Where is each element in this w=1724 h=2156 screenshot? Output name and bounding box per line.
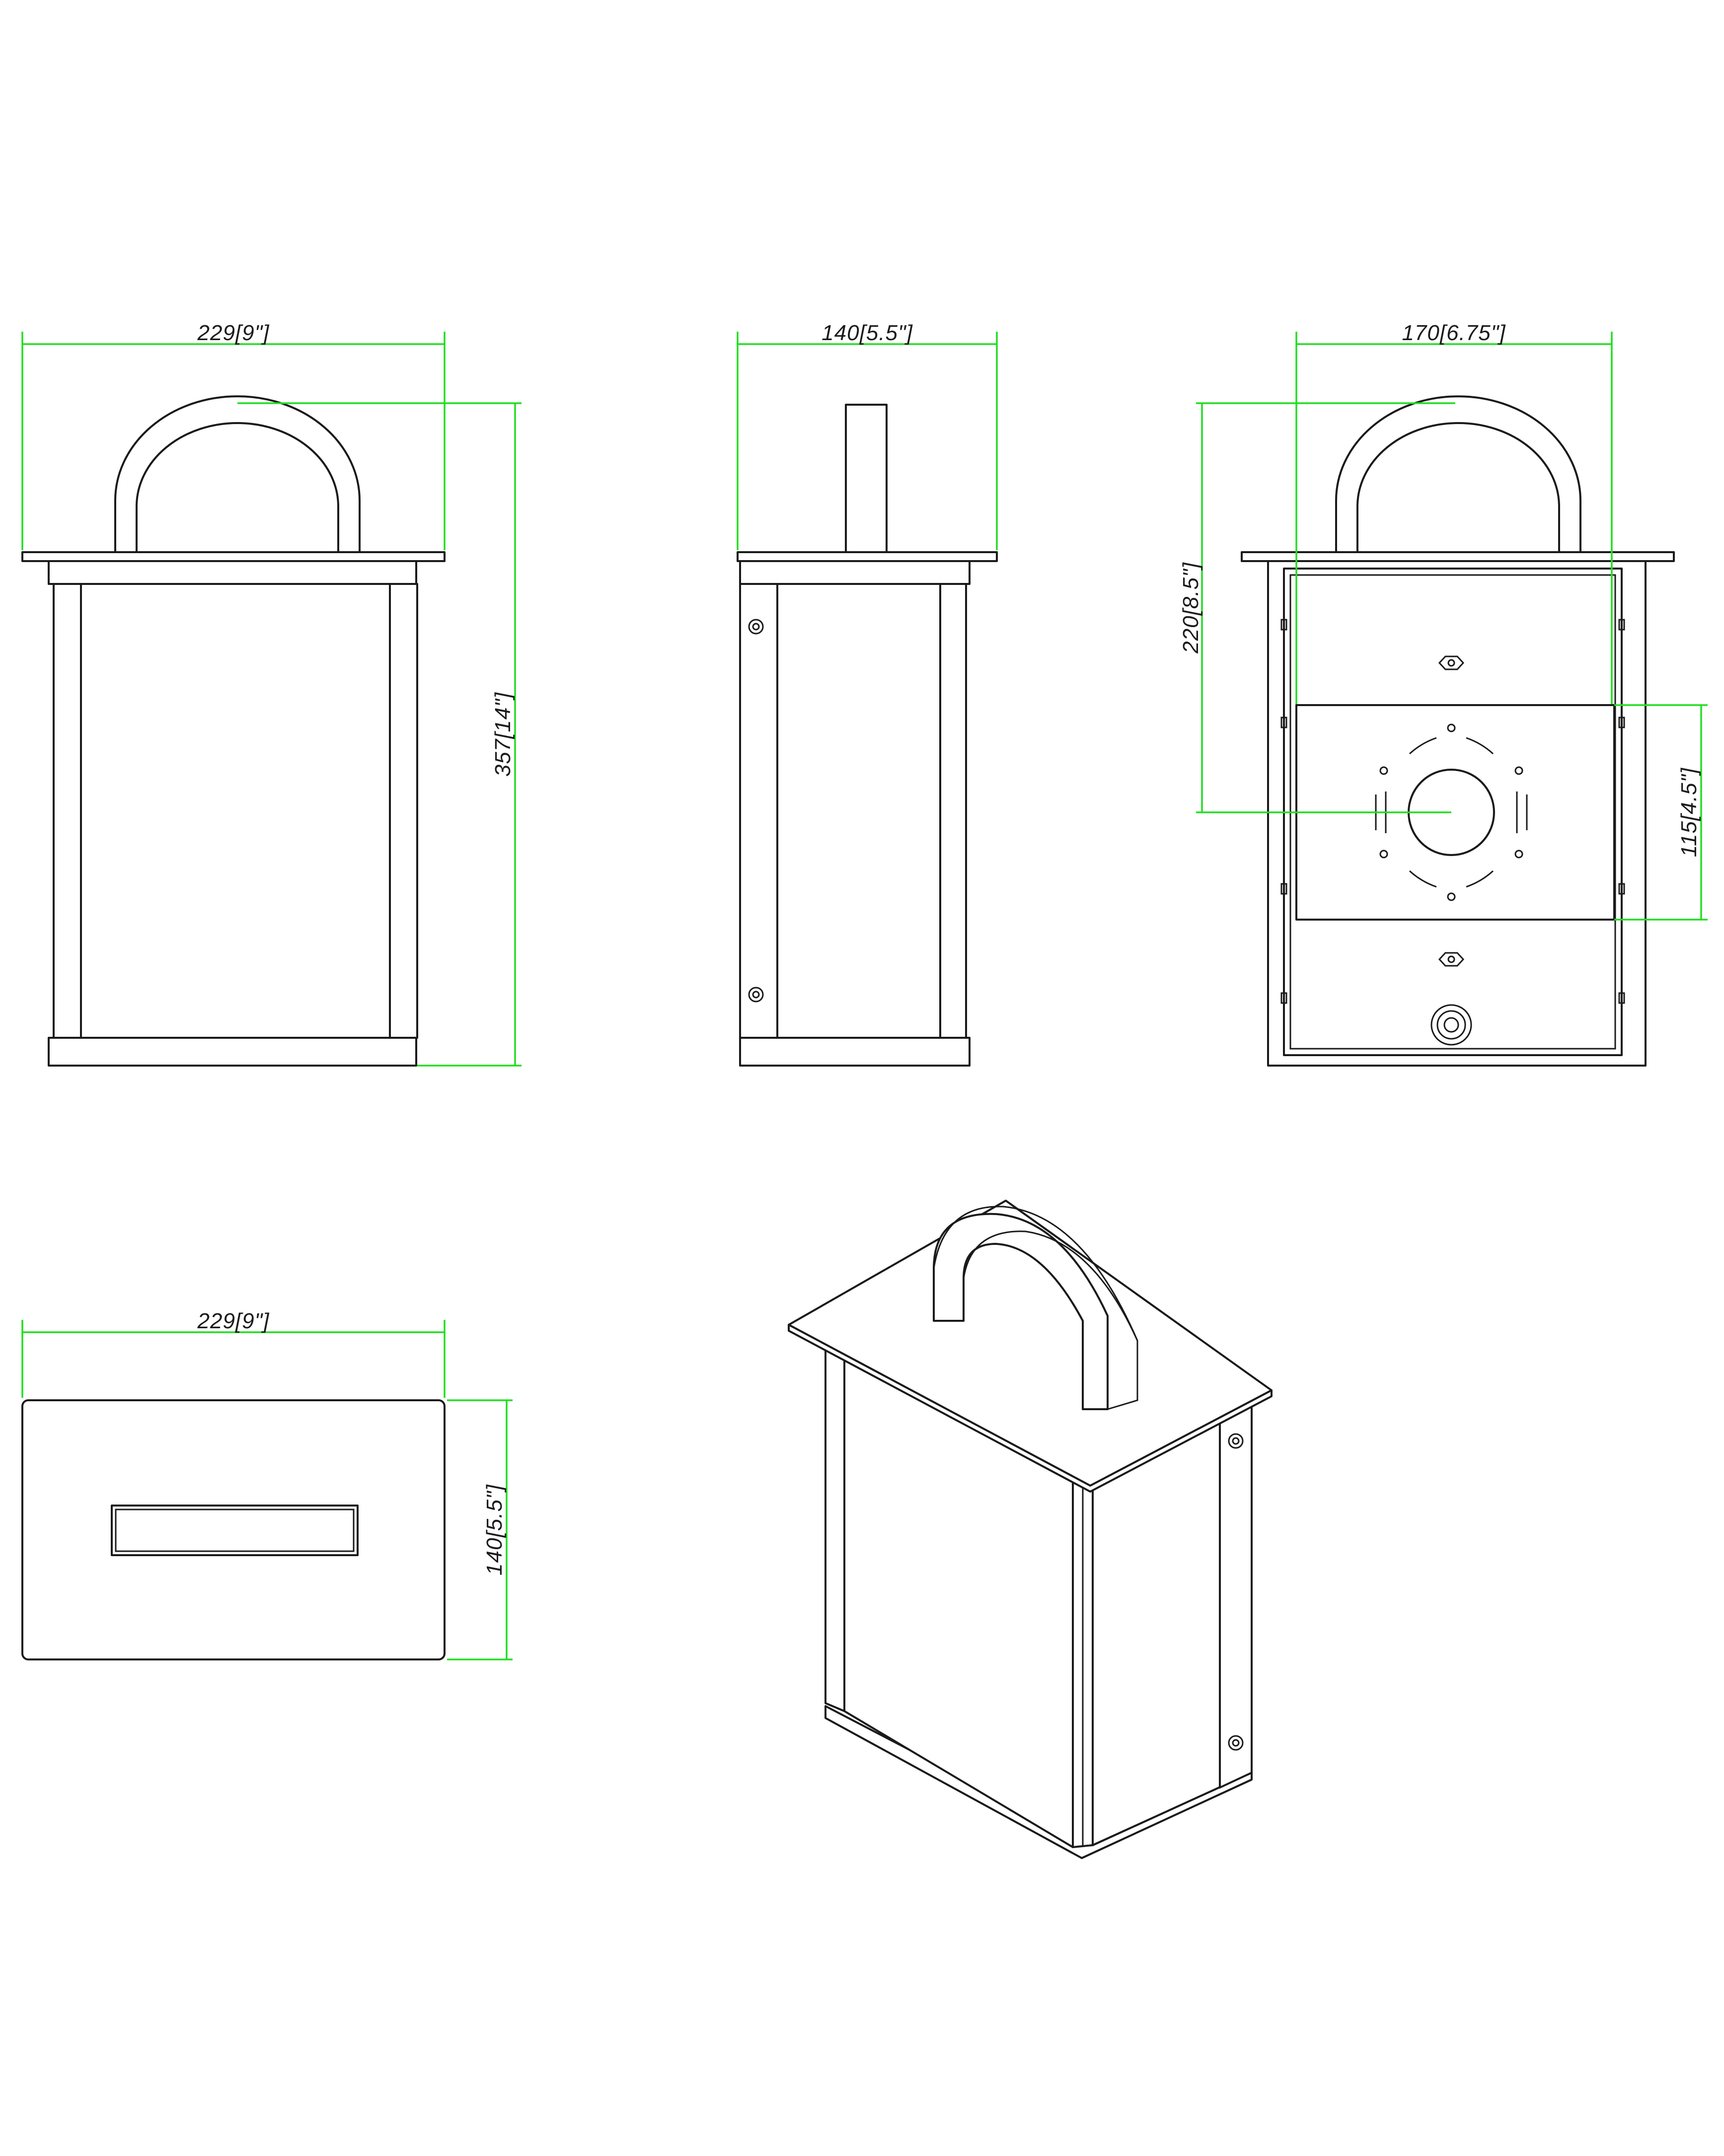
isometric-screw-top [1228, 1433, 1244, 1449]
back-mount-height-dimension: 220[8.5"] [1179, 402, 1455, 813]
front-view-cap [48, 560, 417, 585]
side-view-screw-top [748, 619, 764, 635]
top-width-label: 229[9"] [197, 1309, 270, 1333]
back-view-handle [1335, 395, 1581, 556]
side-view-base [739, 1037, 971, 1067]
front-view [21, 395, 446, 1067]
front-height-dimension: 357[14"] [237, 402, 522, 1067]
front-width-dimension: 229[9"] [21, 321, 446, 550]
top-view [21, 1399, 446, 1660]
top-depth-label: 140[5.5"] [482, 1484, 507, 1575]
back-width-label: 170[6.75"] [1402, 321, 1506, 345]
front-view-right-post [389, 583, 418, 1039]
back-view [1241, 395, 1675, 1067]
isometric-view [788, 1200, 1273, 1859]
isometric-roof-edge [788, 1324, 1273, 1493]
side-view [737, 404, 998, 1067]
back-view-clips [1280, 619, 1625, 1004]
back-view-nut-top [1438, 655, 1465, 670]
front-view-roof [21, 551, 446, 562]
front-view-left-post [53, 583, 82, 1039]
top-depth-dimension: 140[5.5"] [447, 1399, 513, 1660]
isometric-side-post [1219, 1404, 1253, 1789]
side-view-cap [739, 560, 971, 585]
back-width-dimension: 170[6.75"] [1295, 321, 1613, 704]
side-view-screw-bottom [748, 987, 764, 1003]
front-view-glass-panel [80, 583, 391, 1039]
side-view-roof [737, 551, 998, 562]
isometric-handle [933, 1206, 1138, 1410]
back-plate-height-dimension: 115[4.5"] [1614, 704, 1708, 921]
side-view-mount-post [739, 583, 778, 1039]
back-view-nut-bottom [1438, 952, 1465, 967]
top-view-handle-inner [115, 1509, 355, 1552]
back-view-cable-gland [1430, 1004, 1472, 1046]
back-mount-height-label: 220[8.5"] [1179, 562, 1203, 653]
front-height-label: 357[14"] [491, 692, 515, 777]
side-view-handle [845, 404, 888, 555]
back-view-roof [1241, 551, 1675, 562]
side-width-label: 140[5.5"] [822, 321, 913, 345]
side-width-dimension: 140[5.5"] [737, 321, 998, 550]
top-view-handle [111, 1505, 359, 1556]
side-view-panel [776, 583, 941, 1039]
isometric-front-left-post [825, 1340, 845, 1712]
front-view-base [48, 1037, 417, 1067]
back-plate-height-label: 115[4.5"] [1677, 767, 1701, 857]
front-view-handle [114, 395, 361, 556]
front-width-label: 229[9"] [197, 321, 270, 345]
side-view-front-post [939, 583, 967, 1039]
isometric-screw-bottom [1228, 1735, 1244, 1751]
top-width-dimension: 229[9"] [21, 1309, 446, 1398]
